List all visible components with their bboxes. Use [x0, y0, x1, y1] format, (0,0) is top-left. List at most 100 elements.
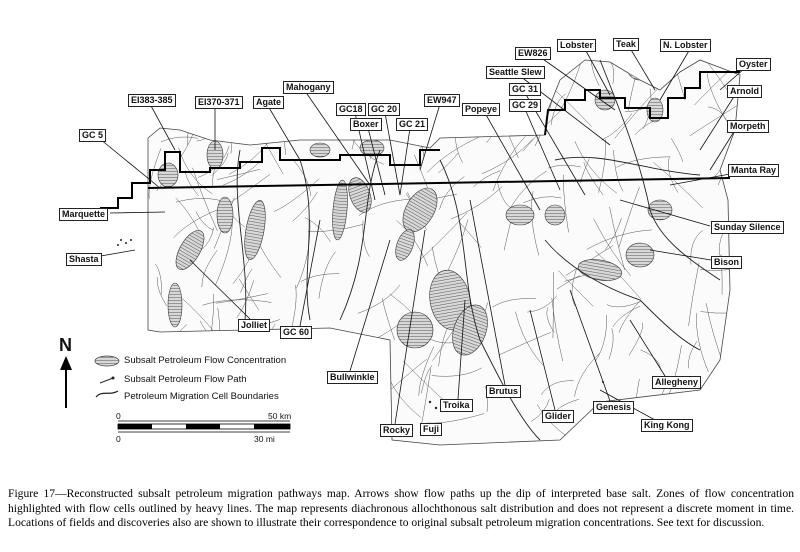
field-label: Troika: [440, 399, 473, 412]
flow-line: [498, 332, 551, 356]
field-label: Morpeth: [727, 120, 769, 133]
field-label: Fuji: [420, 423, 442, 436]
flow-line: [551, 297, 564, 362]
concentration-zone: [396, 311, 434, 349]
leader-line: [629, 47, 656, 91]
field-label: Oyster: [736, 58, 771, 71]
flow-line: [609, 206, 625, 271]
map-boundary: [147, 59, 741, 446]
legend-flow-path-symbol: [99, 376, 115, 384]
flow-line: [175, 197, 201, 233]
flow-line: [688, 341, 698, 369]
flow-line: [193, 60, 209, 85]
flow-line: [216, 168, 261, 180]
flow-line: [481, 138, 533, 174]
flow-line: [148, 148, 162, 199]
field-label: GC 5: [79, 129, 107, 142]
flow-line: [420, 212, 468, 260]
flow-line: [408, 60, 443, 90]
flow-line: [614, 86, 661, 139]
flow-line: [245, 60, 309, 64]
field-label: Allegheny: [652, 376, 702, 389]
flow-line: [175, 198, 223, 203]
legend-cell-boundary-symbol: [95, 390, 119, 398]
field-label: Boxer: [350, 118, 382, 131]
flow-line: [546, 307, 555, 333]
field-label: EW947: [424, 94, 460, 107]
flow-line: [207, 60, 236, 67]
heavy-straight-line: [147, 177, 731, 189]
leader-line: [349, 239, 391, 372]
field-label: Bison: [711, 256, 743, 269]
flow-line: [450, 186, 503, 220]
field-label: King Kong: [641, 419, 693, 432]
leader-line: [419, 103, 441, 171]
flow-line: [256, 344, 277, 390]
field-label: Mahogany: [283, 81, 334, 94]
flow-line: [497, 182, 512, 209]
flow-line: [215, 218, 233, 286]
leader-line: [529, 309, 556, 411]
flow-line: [590, 60, 600, 86]
flow-line: [192, 406, 228, 417]
field-label: Sunday Silence: [711, 221, 784, 234]
concentration-zone: [505, 204, 535, 226]
flow-line: [492, 135, 526, 191]
flow-line: [156, 60, 200, 89]
leader-line: [699, 94, 736, 151]
field-label: GC 21: [396, 118, 429, 131]
leader-line: [469, 199, 506, 386]
flow-line: [300, 273, 340, 282]
flow-line: [302, 60, 349, 68]
leader-line: [649, 249, 712, 261]
flow-line: [608, 328, 614, 360]
concentration-zone: [544, 204, 566, 226]
leader-line: [99, 138, 161, 189]
leader-line: [669, 173, 731, 186]
legend-concentration-swatch: [94, 355, 120, 367]
leader-line: [539, 56, 616, 111]
concentration-zone: [244, 200, 266, 260]
flow-line: [523, 196, 562, 203]
flow-line: [417, 73, 423, 121]
flow-line: [583, 162, 604, 196]
flow-line: [296, 219, 311, 289]
leader-line: [484, 112, 541, 211]
flow-line: [706, 73, 727, 121]
field-label: EI370-371: [195, 96, 243, 109]
flow-line: [418, 346, 435, 396]
flow-line: [711, 60, 717, 61]
flow-line: [563, 174, 569, 233]
flow-line: [696, 313, 709, 373]
flow-line: [574, 141, 617, 194]
flow-line: [616, 156, 671, 168]
field-label: EI383-385: [128, 94, 176, 107]
flow-line: [688, 262, 700, 327]
flow-line: [293, 60, 307, 61]
field-label: GC 60: [280, 326, 313, 339]
field-label: EW826: [515, 47, 551, 60]
flow-line: [240, 268, 253, 293]
flow-line: [322, 121, 341, 140]
flow-line: [211, 152, 229, 176]
leader-line: [189, 259, 251, 320]
flow-line: [318, 251, 336, 299]
flow-line: [690, 230, 703, 265]
flow-line: [375, 393, 389, 422]
field-label: Rocky: [380, 424, 414, 437]
scale-km-end: 50 km: [268, 411, 292, 421]
flow-line: [429, 62, 440, 116]
leader-line: [524, 108, 561, 191]
concentration-zone: [175, 230, 205, 270]
flow-line: [550, 93, 566, 125]
flow-line: [421, 365, 433, 394]
flow-line: [606, 301, 641, 308]
flow-line: [332, 61, 364, 93]
flow-line: [593, 218, 631, 276]
flow-line: [548, 164, 581, 169]
flow-line: [574, 352, 601, 397]
flow-line: [613, 149, 624, 192]
field-label: Glider: [542, 410, 575, 423]
heavy-boundary-line: [100, 147, 440, 209]
